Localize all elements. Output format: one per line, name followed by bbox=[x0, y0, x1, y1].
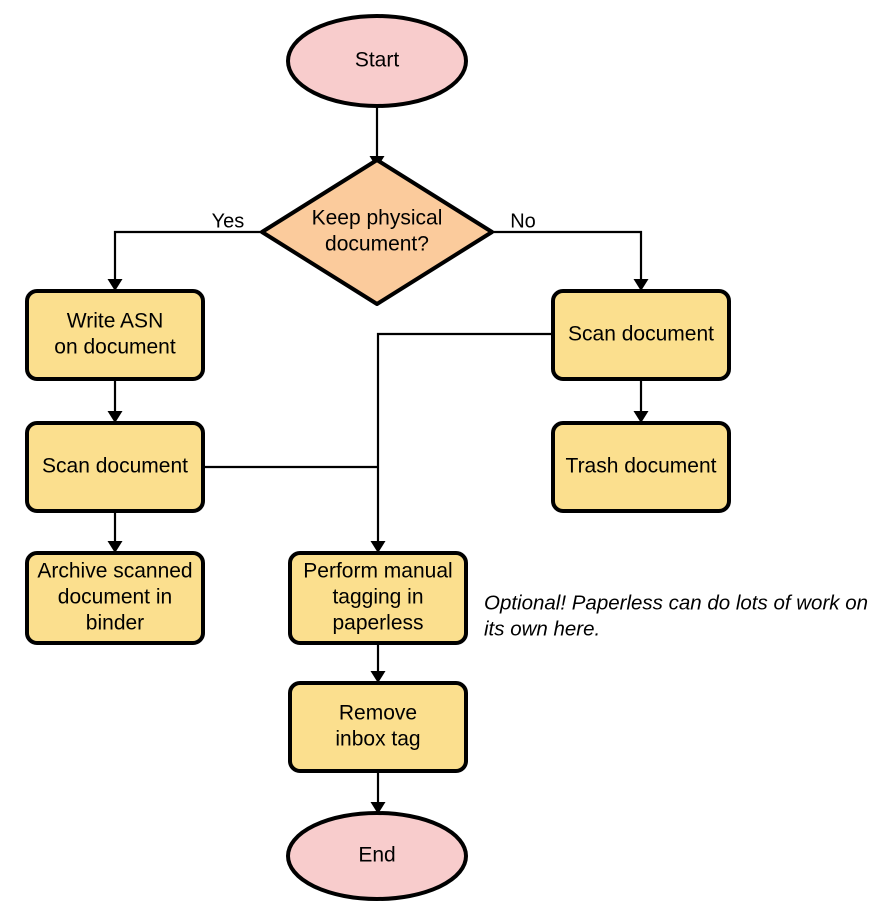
node-label: Remove bbox=[339, 702, 417, 725]
edge-remove-inbox-tag-to-end bbox=[370, 771, 386, 814]
node-label: Perform manual bbox=[303, 560, 452, 583]
node-keep-physical-decision[interactable]: Keep physical document? bbox=[260, 158, 494, 306]
node-label: document? bbox=[325, 233, 429, 256]
arrowhead-icon bbox=[370, 541, 386, 553]
node-start[interactable]: Start bbox=[286, 14, 468, 108]
process-shape[interactable] bbox=[25, 551, 205, 645]
node-trash-document[interactable]: Trash document bbox=[551, 421, 731, 513]
process-shape[interactable] bbox=[288, 681, 468, 773]
node-label: inbox tag bbox=[335, 728, 420, 751]
node-label: tagging in bbox=[332, 586, 423, 609]
node-write-asn[interactable]: Write ASN on document bbox=[25, 289, 205, 381]
decision-shape[interactable] bbox=[260, 158, 494, 306]
annotation-line: Optional! Paperless can do lots of work … bbox=[484, 591, 868, 614]
edge-manual-tagging-to-remove-inbox-tag bbox=[370, 643, 386, 683]
node-label: Archive scanned bbox=[37, 560, 192, 583]
process-shape[interactable] bbox=[551, 421, 731, 513]
edge-label: Yes bbox=[212, 210, 245, 232]
arrowhead-icon bbox=[633, 279, 649, 291]
node-label: document in bbox=[58, 586, 172, 609]
process-shape[interactable] bbox=[25, 289, 205, 381]
arrowhead-icon bbox=[107, 411, 123, 423]
node-label: Write ASN bbox=[67, 310, 163, 333]
edge-line bbox=[113, 230, 262, 283]
node-end[interactable]: End bbox=[286, 811, 468, 901]
arrowhead-icon bbox=[633, 411, 649, 423]
process-shape[interactable] bbox=[25, 421, 205, 513]
edge-scan-left-to-archive bbox=[107, 511, 123, 553]
node-scan-document-right[interactable]: Scan document bbox=[551, 289, 731, 381]
edges-layer: Yes No bbox=[107, 106, 649, 814]
node-manual-tagging[interactable]: Perform manual tagging in paperless bbox=[288, 551, 468, 645]
edge-write-asn-to-scan-left bbox=[107, 379, 123, 423]
edge-line bbox=[376, 332, 553, 545]
node-label: binder bbox=[86, 612, 144, 635]
arrowhead-icon bbox=[370, 671, 386, 683]
terminator-shape[interactable] bbox=[286, 14, 468, 108]
arrowhead-icon bbox=[107, 541, 123, 553]
process-shape[interactable] bbox=[288, 551, 468, 645]
annotations-layer: Optional! Paperless can do lots of work … bbox=[484, 591, 868, 640]
process-shape[interactable] bbox=[551, 289, 731, 381]
node-label: Scan document bbox=[42, 455, 188, 478]
node-label: on document bbox=[54, 336, 176, 359]
annotation-line: its own here. bbox=[484, 617, 600, 640]
edge-scan-right-to-trash bbox=[633, 379, 649, 423]
node-label: Trash document bbox=[566, 455, 717, 478]
node-label: Keep physical bbox=[312, 207, 443, 230]
edge-line bbox=[492, 230, 643, 283]
edge-decision-no-to-scan-right: No bbox=[492, 210, 649, 291]
arrowhead-icon bbox=[107, 279, 123, 291]
node-label: End bbox=[358, 844, 395, 867]
annotation-optional-note: Optional! Paperless can do lots of work … bbox=[484, 591, 868, 640]
node-label: Start bbox=[355, 49, 400, 72]
edge-decision-yes-to-write-asn: Yes bbox=[107, 210, 262, 291]
node-archive-scanned[interactable]: Archive scanned document in binder bbox=[25, 551, 205, 645]
node-label: Scan document bbox=[568, 323, 714, 346]
node-remove-inbox-tag[interactable]: Remove inbox tag bbox=[288, 681, 468, 773]
edge-label: No bbox=[510, 210, 536, 232]
arrowhead-icon bbox=[370, 802, 386, 814]
node-label: paperless bbox=[332, 612, 423, 635]
node-scan-document-left[interactable]: Scan document bbox=[25, 421, 205, 513]
edge-scan-right-to-manual-tagging bbox=[370, 332, 553, 553]
terminator-shape[interactable] bbox=[286, 811, 468, 901]
